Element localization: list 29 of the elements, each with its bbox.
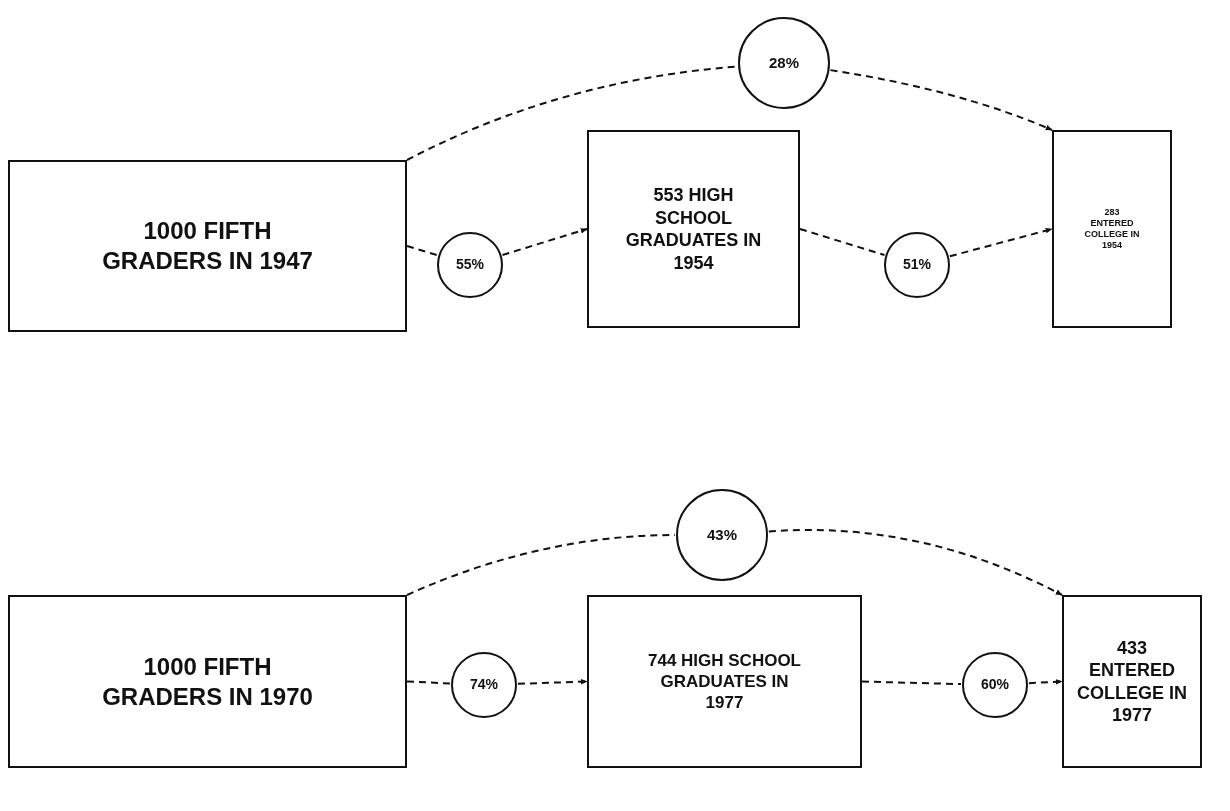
percentage-label: 51% [903,256,931,274]
dashed-arrow [1027,679,1063,685]
cohort-label: 433 ENTERED COLLEGE IN 1977 [1077,636,1187,727]
percentage-label: 74% [470,676,498,694]
cohort-box [587,130,800,328]
cohort-box [1052,130,1172,328]
dashed-arrow [829,69,1053,131]
percentage-label: 28% [769,53,799,73]
cohort-box [1062,595,1202,768]
cohort-label: 744 HIGH SCHOOL GRADUATES IN 1977 [646,649,802,714]
cohort-label: 283 ENTERED COLLEGE IN 1954 [1083,206,1141,252]
percentage-label: 55% [456,256,484,274]
dashed-arrow [767,529,1063,596]
dashed-connector [406,534,676,596]
cohort-label: 553 HIGH SCHOOL GRADUATES IN 1954 [624,184,763,274]
dashed-arrow [501,228,588,256]
dashed-connector [406,245,439,257]
cohort-label: 1000 FIFTH GRADERS IN 1947 [101,216,314,276]
cohort-box [8,595,407,768]
percentage-label: 43% [707,525,737,545]
dashed-connector [799,228,886,256]
dashed-connector [406,680,452,685]
percentage-label: 60% [981,676,1009,694]
cohort-box [8,160,407,332]
dashed-arrow [948,227,1053,258]
dashed-connector [861,680,962,686]
cohort-box [587,595,862,768]
cohort-label: 1000 FIFTH GRADERS IN 1970 [101,651,314,712]
dashed-arrow [517,678,588,685]
